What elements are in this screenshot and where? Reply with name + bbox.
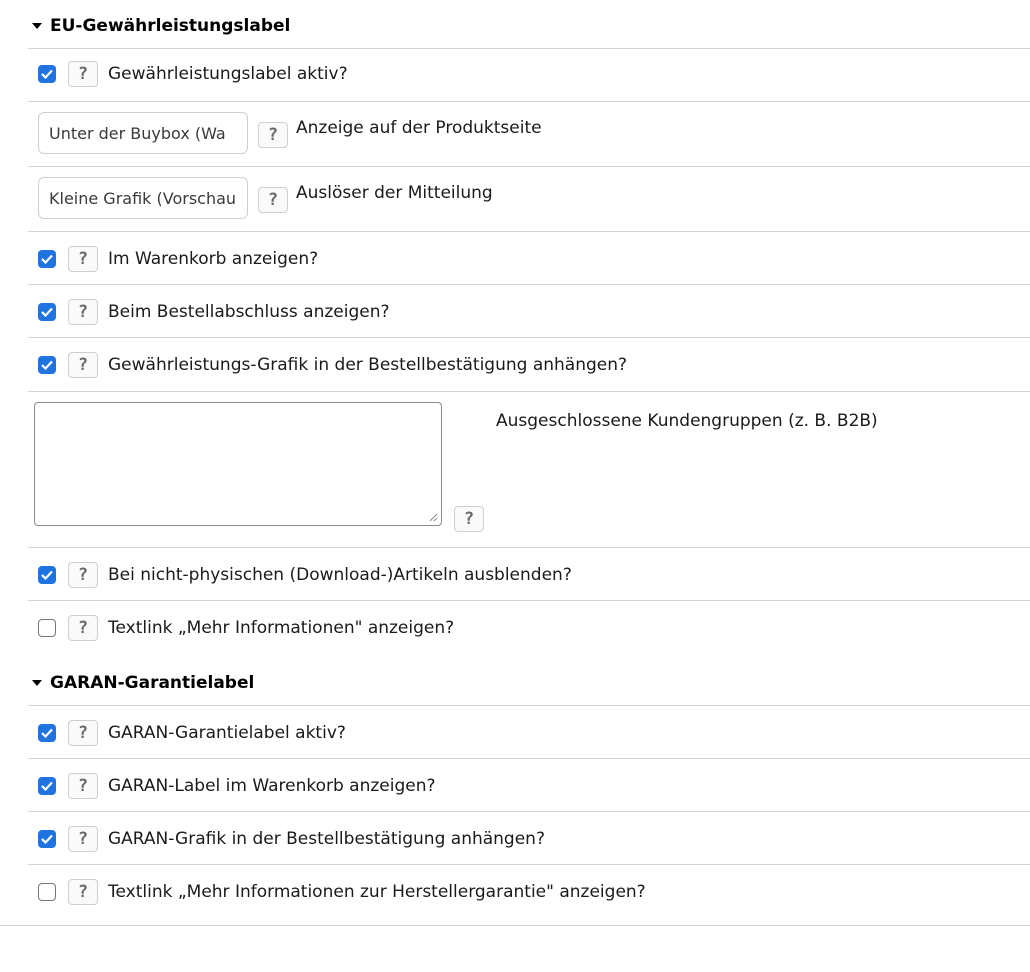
help-icon: ? — [77, 829, 89, 849]
help-button-excluded-groups[interactable]: ? — [454, 506, 484, 532]
setting-row-textlink: ? Textlink „Mehr Informationen" anzeigen… — [28, 600, 1030, 653]
help-button-cart[interactable]: ? — [68, 246, 98, 272]
label-cart: Im Warenkorb anzeigen? — [108, 249, 319, 269]
help-icon: ? — [267, 125, 279, 145]
section-title-eu: EU-Gewährleistungslabel — [50, 16, 291, 36]
setting-row-cart: ? Im Warenkorb anzeigen? — [28, 231, 1030, 284]
checkbox-garan-textlink[interactable] — [38, 883, 56, 901]
label-checkout: Beim Bestellabschluss anzeigen? — [108, 302, 390, 322]
label-textlink: Textlink „Mehr Informationen" anzeigen? — [108, 618, 455, 638]
checkmark-icon — [41, 307, 53, 317]
display-position-select[interactable]: Unter der Buybox (Wa — [38, 112, 248, 154]
help-button-trigger[interactable]: ? — [258, 187, 288, 213]
help-button-garan-cart[interactable]: ? — [68, 773, 98, 799]
setting-row-active: ? Gewährleistungslabel aktiv? — [28, 48, 1030, 101]
caret-down-icon[interactable] — [32, 680, 42, 686]
checkbox-checkout[interactable] — [38, 303, 56, 321]
label-garan-confirmation: GARAN-Grafik in der Bestellbestätigung a… — [108, 829, 545, 849]
help-icon: ? — [77, 882, 89, 902]
resize-grip-icon[interactable] — [428, 512, 438, 522]
setting-row-confirmation-graphic: ? Gewährleistungs-Grafik in der Bestellb… — [28, 337, 1030, 391]
checkbox-hide-nonphysical[interactable] — [38, 566, 56, 584]
help-button-garan-active[interactable]: ? — [68, 720, 98, 746]
checkmark-icon — [41, 69, 53, 79]
section-header-eu[interactable]: EU-Gewährleistungslabel — [32, 16, 290, 36]
setting-row-garan-cart: ? GARAN-Label im Warenkorb anzeigen? — [28, 758, 1030, 811]
help-button-confirmation-graphic[interactable]: ? — [68, 352, 98, 378]
checkmark-icon — [41, 570, 53, 580]
help-button-hide-nonphysical[interactable]: ? — [68, 562, 98, 588]
help-icon: ? — [77, 565, 89, 585]
help-icon: ? — [463, 509, 475, 529]
caret-down-icon[interactable] — [32, 23, 42, 29]
label-active: Gewährleistungslabel aktiv? — [108, 64, 348, 84]
setting-row-garan-textlink: ? Textlink „Mehr Informationen zur Herst… — [28, 864, 1030, 917]
label-confirmation-graphic: Gewährleistungs-Grafik in der Bestellbes… — [108, 355, 628, 375]
checkbox-garan-confirmation[interactable] — [38, 830, 56, 848]
checkmark-icon — [41, 254, 53, 264]
trigger-value: Kleine Grafik (Vorschau — [49, 188, 237, 208]
checkbox-cart[interactable] — [38, 250, 56, 268]
checkmark-icon — [41, 360, 53, 370]
setting-row-excluded-groups: ? Ausgeschlossene Kundengruppen (z. B. B… — [28, 391, 1030, 547]
checkbox-garan-cart[interactable] — [38, 777, 56, 795]
label-excluded-groups: Ausgeschlossene Kundengruppen (z. B. B2B… — [496, 411, 878, 431]
checkmark-icon — [41, 781, 53, 791]
excluded-groups-textarea[interactable] — [34, 402, 442, 526]
label-hide-nonphysical: Bei nicht-physischen (Download-)Artikeln… — [108, 565, 572, 585]
bottom-divider — [0, 925, 1030, 926]
help-icon: ? — [77, 64, 89, 84]
label-trigger: Auslöser der Mitteilung — [296, 183, 493, 203]
setting-row-garan-confirmation: ? GARAN-Grafik in der Bestellbestätigung… — [28, 811, 1030, 864]
help-button-garan-textlink[interactable]: ? — [68, 879, 98, 905]
checkbox-confirmation-graphic[interactable] — [38, 356, 56, 374]
label-garan-textlink: Textlink „Mehr Informationen zur Herstel… — [108, 882, 646, 902]
help-icon: ? — [77, 249, 89, 269]
help-button-textlink[interactable]: ? — [68, 615, 98, 641]
display-position-value: Unter der Buybox (Wa — [49, 123, 226, 143]
setting-row-garan-active: ? GARAN-Garantielabel aktiv? — [28, 705, 1030, 758]
checkbox-garan-active[interactable] — [38, 724, 56, 742]
setting-row-hide-nonphysical: ? Bei nicht-physischen (Download-)Artike… — [28, 547, 1030, 600]
help-icon: ? — [77, 355, 89, 375]
help-icon: ? — [77, 723, 89, 743]
help-icon: ? — [77, 776, 89, 796]
trigger-select[interactable]: Kleine Grafik (Vorschau — [38, 177, 248, 219]
section-header-garan[interactable]: GARAN-Garantielabel — [32, 673, 254, 693]
setting-row-display-position: Unter der Buybox (Wa ? Anzeige auf der P… — [28, 101, 1030, 166]
help-button-active[interactable]: ? — [68, 61, 98, 87]
help-button-display-position[interactable]: ? — [258, 122, 288, 148]
checkbox-textlink[interactable] — [38, 619, 56, 637]
checkbox-label-active[interactable] — [38, 65, 56, 83]
help-icon: ? — [77, 618, 89, 638]
help-icon: ? — [77, 302, 89, 322]
setting-row-checkout: ? Beim Bestellabschluss anzeigen? — [28, 284, 1030, 337]
setting-row-trigger: Kleine Grafik (Vorschau ? Auslöser der M… — [28, 166, 1030, 231]
section-title-garan: GARAN-Garantielabel — [50, 673, 255, 693]
checkmark-icon — [41, 728, 53, 738]
label-garan-active: GARAN-Garantielabel aktiv? — [108, 723, 346, 743]
help-button-checkout[interactable]: ? — [68, 299, 98, 325]
label-display-position: Anzeige auf der Produktseite — [296, 118, 542, 138]
help-icon: ? — [267, 190, 279, 210]
label-garan-cart: GARAN-Label im Warenkorb anzeigen? — [108, 776, 436, 796]
help-button-garan-confirmation[interactable]: ? — [68, 826, 98, 852]
checkmark-icon — [41, 834, 53, 844]
